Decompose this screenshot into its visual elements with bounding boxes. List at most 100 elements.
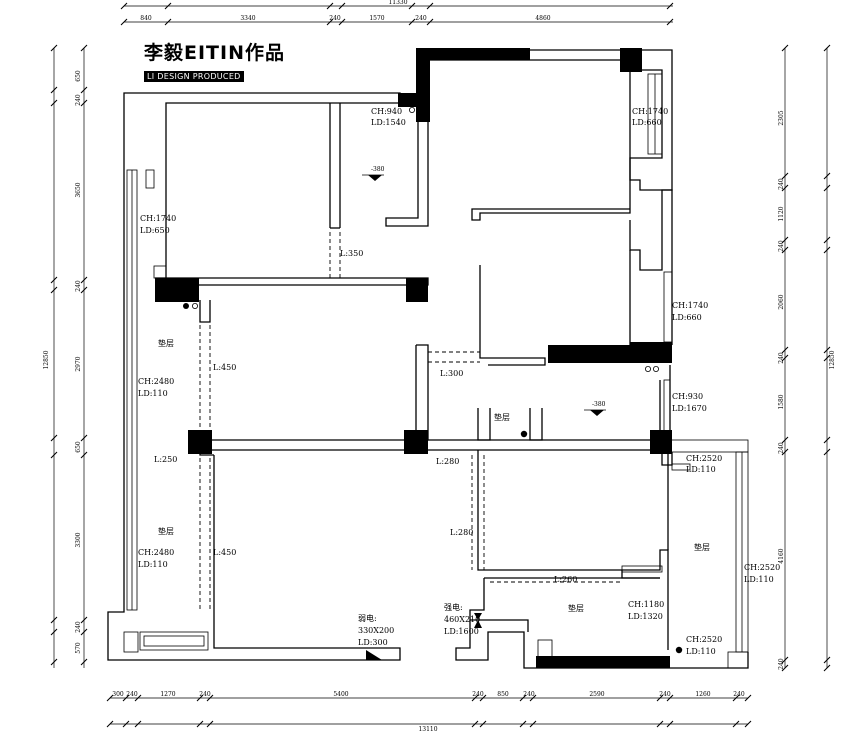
annotation: LD:110 bbox=[686, 647, 716, 656]
dim-right-seg: 4160 bbox=[778, 548, 785, 563]
annotation: LD:660 bbox=[672, 313, 702, 322]
dim-top-seg: 4860 bbox=[535, 15, 550, 22]
dimension-tick bbox=[206, 720, 214, 728]
dim-top-seg: 240 bbox=[329, 15, 341, 22]
dimension-tick bbox=[80, 276, 88, 284]
dimension-tick bbox=[50, 628, 58, 636]
dimension-tick bbox=[781, 172, 789, 180]
dimension-tick bbox=[50, 286, 58, 294]
annotation: L:250 bbox=[154, 455, 177, 464]
dimension-tick bbox=[50, 44, 58, 52]
dimension-tick bbox=[120, 2, 128, 10]
annotation: 垫层 bbox=[494, 412, 510, 422]
dimension-tick bbox=[781, 436, 789, 444]
outlet-icon bbox=[183, 303, 189, 309]
dimension-tick bbox=[50, 434, 58, 442]
outlet-icon bbox=[675, 646, 683, 654]
dimension-tick bbox=[122, 720, 130, 728]
annotation: 垫层 bbox=[694, 542, 710, 552]
dim-right-seg: 240 bbox=[778, 352, 785, 364]
outlet-icon bbox=[520, 430, 528, 438]
annotation: LD:1670 bbox=[672, 404, 707, 413]
dim-bottom-seg: 240 bbox=[199, 691, 211, 698]
strong-current-box-icon bbox=[474, 620, 482, 628]
dim-bottom-seg: 2590 bbox=[589, 691, 604, 698]
brand-title: 李毅EITIN作品 bbox=[144, 42, 285, 64]
dimension-tick bbox=[206, 694, 214, 702]
dimension-tick bbox=[50, 99, 58, 107]
dimension-tick bbox=[134, 694, 142, 702]
dim-right-seg: 2060 bbox=[778, 294, 785, 309]
annotation: 强电: bbox=[444, 602, 463, 612]
annotation: LD:650 bbox=[140, 226, 170, 235]
dimension-tick bbox=[529, 694, 537, 702]
dimension-tick bbox=[80, 44, 88, 52]
dim-left-seg: 570 bbox=[75, 642, 82, 654]
dimension-tick bbox=[134, 720, 142, 728]
dimension-tick bbox=[326, 2, 334, 10]
dimension-tick bbox=[823, 44, 831, 52]
annotation: L:280 bbox=[436, 457, 459, 466]
dimension-tick bbox=[781, 448, 789, 456]
dim-bottom-seg: 240 bbox=[659, 691, 671, 698]
annotation: L:280 bbox=[450, 528, 473, 537]
dimension-tick bbox=[744, 694, 752, 702]
dimension-tick bbox=[656, 720, 664, 728]
dimension-tick bbox=[80, 616, 88, 624]
dimension-tick bbox=[781, 346, 789, 354]
dimension-tick bbox=[656, 694, 664, 702]
brand-subtitle: LI DESIGN PRODUCED bbox=[144, 71, 244, 82]
dim-bottom-seg: 1260 bbox=[695, 691, 710, 698]
annotation: CH:1740 bbox=[140, 214, 176, 223]
dim-bottom-seg: 1270 bbox=[160, 691, 175, 698]
dimension-tick bbox=[666, 694, 674, 702]
dim-left-seg: 240 bbox=[75, 280, 82, 292]
dimension-tick bbox=[823, 664, 831, 672]
dimension-ticks bbox=[50, 2, 831, 728]
dimension-tick bbox=[823, 172, 831, 180]
annotation: LD:1540 bbox=[371, 118, 406, 127]
annotation: L:260 bbox=[554, 575, 577, 584]
annotation: LD:110 bbox=[138, 389, 168, 398]
dimension-tick bbox=[529, 720, 537, 728]
dimension-tick bbox=[50, 276, 58, 284]
level-label: -380 bbox=[371, 166, 385, 173]
dimension-tick bbox=[80, 628, 88, 636]
dimension-tick bbox=[823, 236, 831, 244]
annotations: CH:940 LD:1540 CH:1740 LD:660 CH:1740 LD… bbox=[138, 107, 780, 656]
dimension-tick bbox=[666, 720, 674, 728]
dimension-tick bbox=[326, 18, 334, 26]
dim-bottom-seg: 240 bbox=[126, 691, 138, 698]
dimension-tick bbox=[408, 2, 416, 10]
dimension-tick bbox=[781, 236, 789, 244]
dim-right-seg: 2305 bbox=[778, 110, 785, 125]
dimension-tick bbox=[519, 694, 527, 702]
dimension-tick bbox=[479, 694, 487, 702]
dim-left-seg: 2970 bbox=[75, 356, 82, 371]
dim-top-seg: 3340 bbox=[240, 15, 255, 22]
annotation: CH:1180 bbox=[628, 600, 664, 609]
annotation: CH:2520 bbox=[686, 454, 722, 463]
annotation: LD:1320 bbox=[628, 612, 663, 621]
dimension-tick bbox=[781, 656, 789, 664]
brand-block: 李毅EITIN作品 LI DESIGN PRODUCED bbox=[144, 42, 285, 83]
dimension-tick bbox=[781, 44, 789, 52]
dimension-tick bbox=[80, 451, 88, 459]
annotation: CH:1740 bbox=[672, 301, 708, 310]
dimension-tick bbox=[519, 720, 527, 728]
annotation: L:350 bbox=[340, 249, 363, 258]
level-marker-icon bbox=[590, 410, 604, 416]
annotation: 垫层 bbox=[158, 338, 174, 348]
dimension-tick bbox=[120, 18, 128, 26]
annotation: 弱电: bbox=[358, 613, 377, 623]
dimension-tick bbox=[338, 18, 346, 26]
annotation: L:300 bbox=[440, 369, 463, 378]
dim-right-seg: 240 bbox=[778, 658, 785, 670]
level-marker-icon bbox=[368, 175, 382, 181]
dimension-tick bbox=[823, 246, 831, 254]
dim-right-seg: 1120 bbox=[778, 206, 785, 221]
dimension-tick bbox=[732, 694, 740, 702]
dim-left-seg: 650 bbox=[75, 70, 82, 82]
dimension-tick bbox=[106, 720, 114, 728]
dim-right-seg: 240 bbox=[778, 442, 785, 454]
